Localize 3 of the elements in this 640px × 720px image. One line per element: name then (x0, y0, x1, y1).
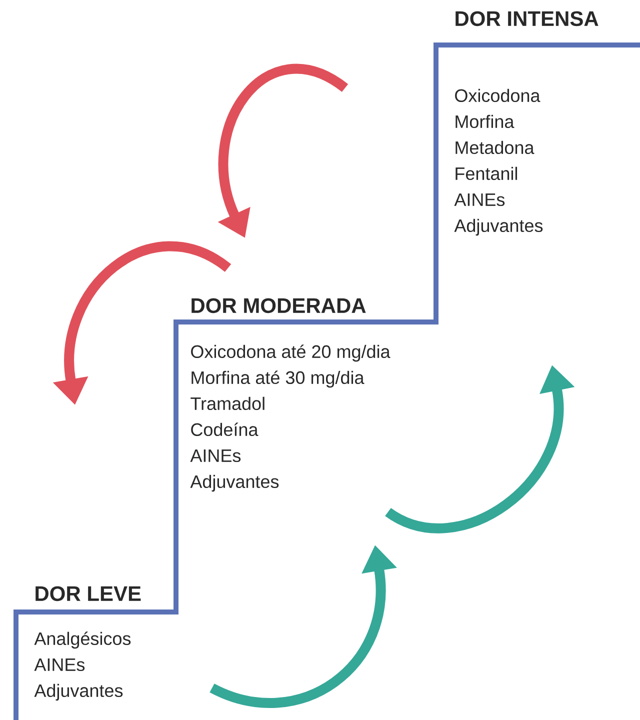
step-text: DOR INTENSA Oxicodona Morfina Metadona Fentanil AINEs Adjuvantes (454, 11, 598, 236)
step-text: DOR LEVE Analgésicos AINEs Adjuvantes (34, 586, 141, 701)
step-text: DOR MODERADA Oxicodona até 20 mg/dia Morfina até 30 mg/dia Tramadol Codeína AINEs Adjuvantes (190, 298, 390, 492)
